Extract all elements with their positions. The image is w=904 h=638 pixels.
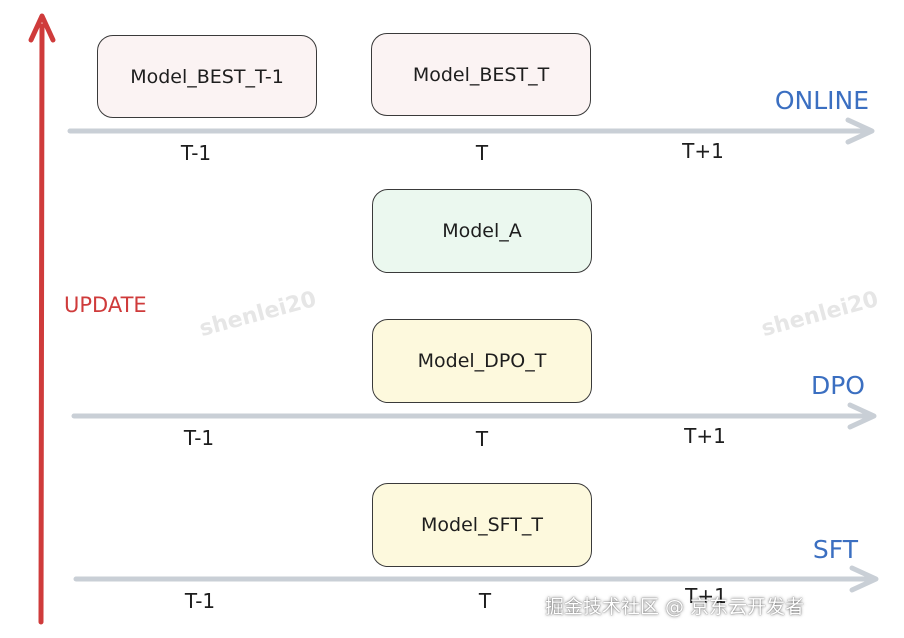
timeline-online-head	[845, 117, 875, 145]
box-model-dpo-t: Model_DPO_T	[372, 319, 592, 403]
update-arrow-shaft	[38, 23, 45, 625]
update-label: UPDATE	[64, 293, 147, 317]
tick-sft-t: T	[478, 589, 492, 613]
tick-online-t: T	[475, 141, 489, 165]
tick-sft-t-plus-1: T+1	[685, 584, 727, 608]
tick-online-t-plus-1: T+1	[682, 139, 724, 163]
update-arrow-head	[28, 13, 56, 43]
timeline-dpo-head	[847, 402, 877, 430]
box-model-sft-t: Model_SFT_T	[372, 483, 592, 567]
timeline-sft	[73, 565, 879, 593]
timeline-dpo	[71, 402, 877, 430]
update-arrow	[28, 13, 56, 625]
lane-label-dpo: DPO	[810, 371, 865, 400]
box-model-a: Model_A	[372, 189, 592, 273]
lane-label-online: ONLINE	[774, 86, 869, 115]
lane-label-sft: SFT	[812, 535, 858, 564]
footer-watermark: 掘金技术社区 @ 京东云开发者	[545, 596, 805, 618]
tick-sft-t-minus-1: T-1	[184, 589, 216, 613]
tick-dpo-t: T	[475, 427, 489, 451]
timeline-online	[67, 117, 875, 145]
tick-dpo-t-plus-1: T+1	[684, 424, 726, 448]
box-model-best-t-minus-1: Model_BEST_T-1	[97, 35, 317, 118]
timeline-sft-head	[849, 565, 879, 593]
tick-dpo-t-minus-1: T-1	[183, 426, 215, 450]
box-model-best-t: Model_BEST_T	[371, 33, 591, 116]
tick-online-t-minus-1: T-1	[180, 141, 212, 165]
